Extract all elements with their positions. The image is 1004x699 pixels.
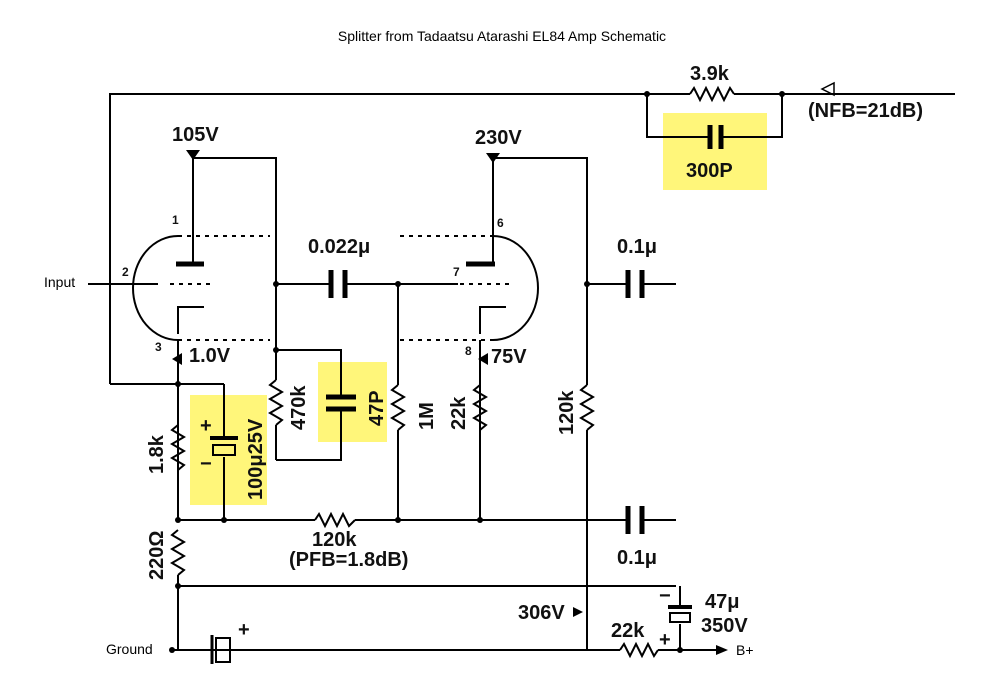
resistor-1-8k [170,424,186,471]
label-1v: 1.0V [189,345,231,367]
highlight-100u [190,395,267,505]
label-1m: 1M [416,402,438,430]
label-220: 220Ω [146,531,168,580]
pin-7: 7 [453,265,460,279]
ground-label: Ground [106,641,153,657]
input-label: Input [44,274,75,290]
label-47p: 47P [366,390,388,426]
label-nfb: (NFB=21dB) [808,100,923,122]
label-22k-cathode: 22k [448,396,470,430]
pin-2: 2 [122,265,129,279]
cap-100u-body [212,444,236,456]
resistor-120k-plate [579,384,595,431]
label-75v: 75V [491,346,527,368]
cathode-right [479,306,506,334]
resistor-3-9k [689,85,735,103]
plus-ground-cap: + [238,619,250,641]
label-01u-bottom: 0.1μ [617,547,657,569]
label-0022u: 0.022μ [308,236,370,258]
label-3-9k: 3.9k [690,63,730,85]
pin-1: 1 [172,213,179,227]
label-306v: 306V [518,602,565,624]
label-105v: 105V [172,124,219,146]
label-100u: 100μ25V [245,418,267,500]
resistor-470k [268,379,284,426]
diagram-title: Splitter from Tadaatsu Atarashi EL84 Amp… [337,28,667,44]
nfb-network [109,81,955,384]
label-470k: 470k [288,385,310,430]
pin-8: 8 [465,344,472,358]
cathode-left [177,306,204,334]
label-350v: 350V [701,615,748,637]
highlight-47p [318,362,387,442]
label-120k-pfb: 120k [312,529,357,551]
resistor-1m [390,384,406,431]
label-120k-plate: 120k [556,390,578,435]
resistor-220 [170,529,186,576]
pin-3: 3 [155,340,162,354]
label-230v: 230V [475,127,522,149]
resistor-120k-pfb [314,511,356,529]
label-47u: 47μ [705,591,739,613]
bplus-arrow [716,645,728,655]
plus-100u: + [200,415,212,437]
resistor-22k-cathode [472,384,488,431]
cap-47u-body [669,612,691,623]
tube-left [132,150,270,520]
label-300p: 300P [686,160,733,182]
nfb-arrow [820,81,835,97]
label-1-8k: 1.8k [146,434,168,474]
label-22k-supply: 22k [611,620,645,642]
resistor-22k-supply [619,641,659,659]
minus-47u: − [659,585,671,607]
label-01u-top: 0.1μ [617,236,657,258]
label-pfb: (PFB=1.8dB) [289,549,408,571]
pin-6: 6 [497,216,504,230]
plus-47u: + [659,629,671,651]
bplus-label: B+ [736,642,754,658]
tube-right [400,153,539,520]
highlight-300p [663,113,767,190]
minus-100u: − [200,453,212,475]
